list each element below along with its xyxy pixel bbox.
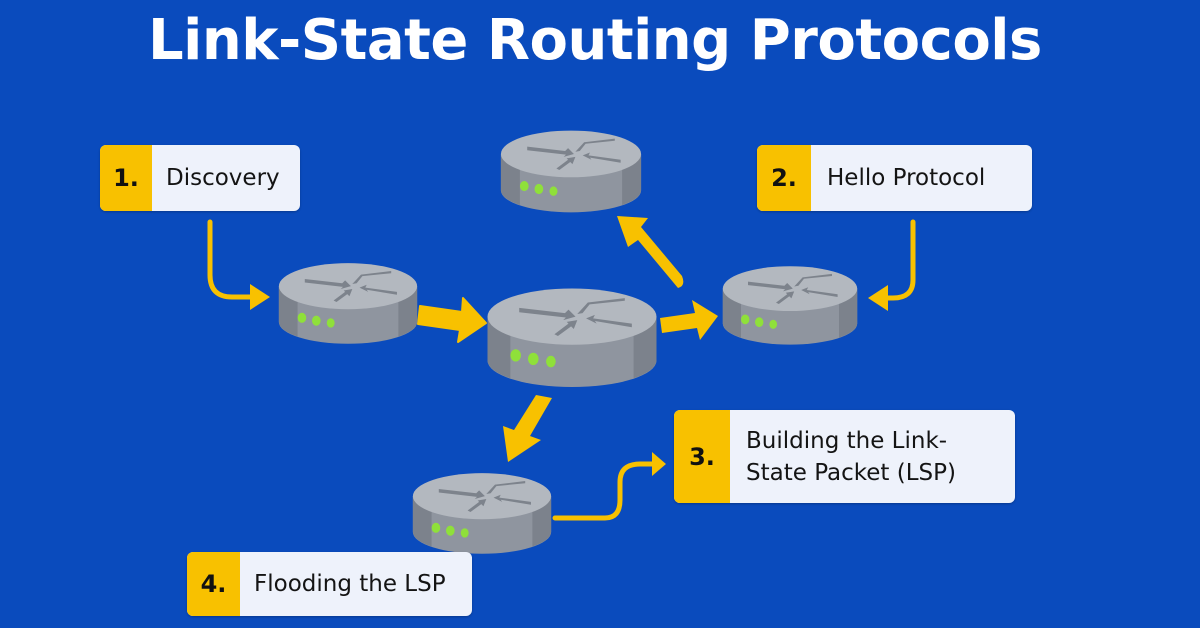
arrow-center-to-right bbox=[660, 300, 718, 340]
step-label: Discovery bbox=[166, 165, 280, 191]
step-flooding-lsp: 4. Flooding the LSP bbox=[187, 552, 472, 616]
step-number: 4. bbox=[187, 552, 240, 616]
step-label: Hello Protocol bbox=[827, 165, 986, 191]
arrow-bottom-router-to-step3 bbox=[552, 452, 666, 521]
step-discovery: 1. Discovery bbox=[100, 145, 300, 211]
router-right-icon bbox=[722, 266, 858, 345]
step-building-lsp: 3. Building the Link-State Packet (LSP) bbox=[674, 410, 1015, 503]
page-title: Link-State Routing Protocols bbox=[148, 8, 1042, 73]
arrow-center-to-bottom bbox=[503, 395, 552, 462]
step-label: Flooding the LSP bbox=[254, 571, 446, 597]
step-number: 2. bbox=[757, 145, 811, 211]
arrow-hello-to-right-router bbox=[868, 219, 916, 311]
step-number: 1. bbox=[100, 145, 152, 211]
step-label: Building the Link-State Packet (LSP) bbox=[746, 427, 956, 486]
arrow-center-to-top bbox=[617, 216, 684, 288]
arrow-left-to-center bbox=[417, 297, 487, 343]
router-top-icon bbox=[500, 130, 642, 213]
router-left-icon bbox=[278, 263, 418, 344]
router-bottom-icon bbox=[412, 473, 552, 554]
step-hello-protocol: 2. Hello Protocol bbox=[757, 145, 1032, 211]
router-center-icon bbox=[487, 288, 657, 388]
step-number: 3. bbox=[674, 410, 730, 503]
arrow-discovery-to-left-router bbox=[207, 219, 270, 310]
